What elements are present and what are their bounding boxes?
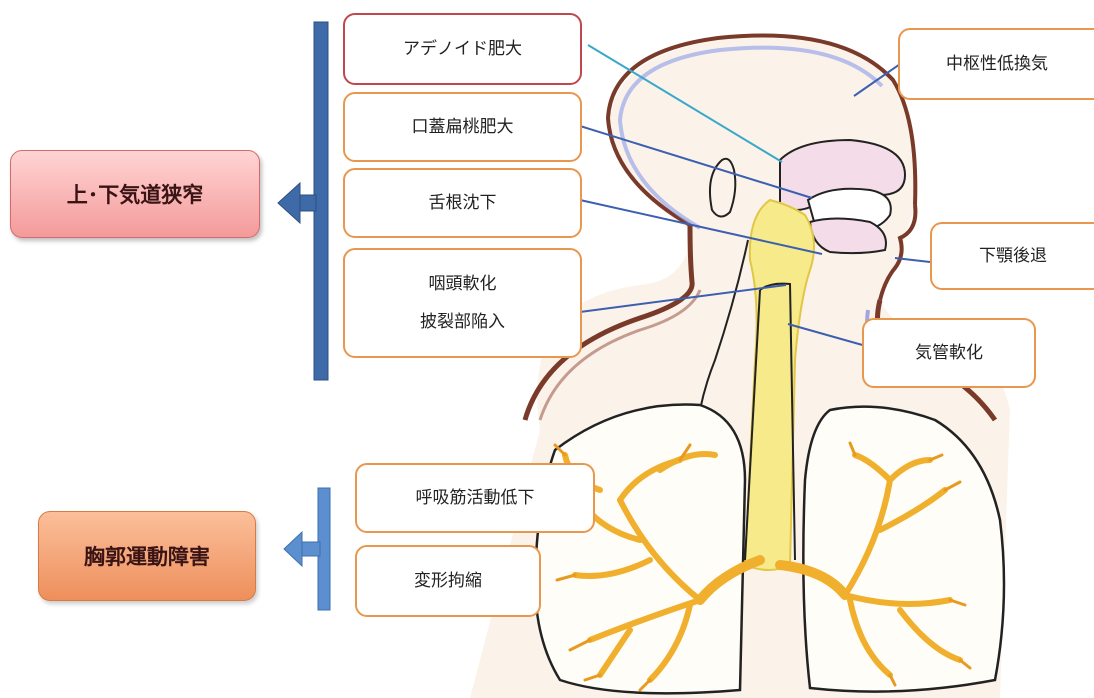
bracket-lower <box>284 488 330 610</box>
factor-muscle-label: 呼吸筋活動低下 <box>416 488 535 508</box>
factor-pharyngomalacia: 咽頭軟化 披裂部陥入 <box>343 248 582 358</box>
factor-pharynx-line2: 披裂部陥入 <box>420 312 505 332</box>
category-chest-label: 胸郭運動障害 <box>84 541 210 571</box>
factor-mandibular-retrusion: 下顎後退 <box>930 222 1094 290</box>
factor-jaw-label: 下顎後退 <box>979 246 1047 266</box>
factor-tonsil-label: 口蓋扁桃肥大 <box>412 117 514 137</box>
factor-trachea-label: 気管軟化 <box>915 343 983 363</box>
factor-central-hypoventilation: 中枢性低換気 <box>898 28 1094 100</box>
factor-adenoid-hypertrophy: アデノイド肥大 <box>343 13 582 85</box>
factor-tracheomalacia: 気管軟化 <box>862 318 1036 388</box>
category-upper-airway-stenosis: 上･下気道狭窄 <box>10 150 260 238</box>
factor-adenoid-label: アデノイド肥大 <box>403 39 522 59</box>
tongue <box>810 219 886 254</box>
factor-deformity-contracture: 変形拘縮 <box>355 545 541 617</box>
category-upper-airway-label: 上･下気道狭窄 <box>67 179 204 209</box>
factor-tongue-label: 舌根沈下 <box>429 193 497 213</box>
factor-tonsil-hypertrophy: 口蓋扁桃肥大 <box>343 92 582 162</box>
factor-glossoptosis: 舌根沈下 <box>343 168 582 238</box>
factor-respiratory-muscle-weakness: 呼吸筋活動低下 <box>355 463 595 533</box>
category-chest-movement-disorder: 胸郭運動障害 <box>38 511 256 601</box>
factor-deformity-label: 変形拘縮 <box>414 571 482 591</box>
bracket-upper <box>278 22 328 380</box>
factor-central-label: 中枢性低換気 <box>946 54 1048 74</box>
lung-left <box>535 405 745 694</box>
factor-pharynx-line1: 咽頭軟化 <box>429 274 497 294</box>
